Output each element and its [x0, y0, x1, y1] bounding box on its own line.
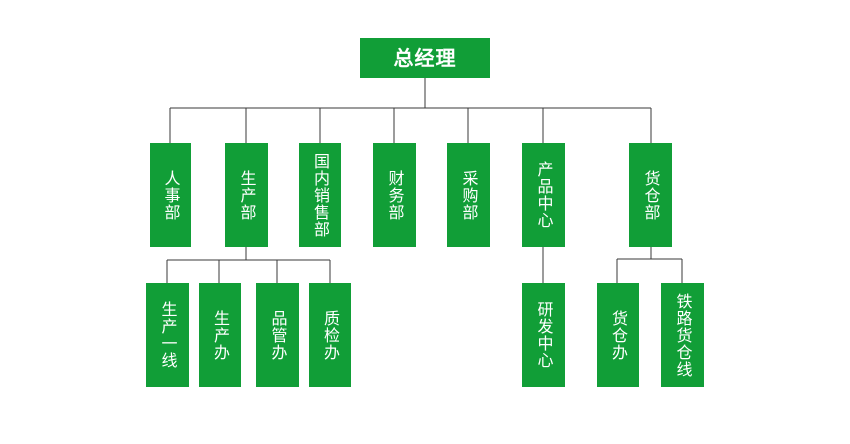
unit-production-line-label: 生产一线: [158, 301, 178, 369]
unit-production-line-box: 生产一线: [146, 283, 189, 387]
dept-hr-label: 人事部: [161, 169, 181, 221]
dept-finance-box: 财务部: [373, 143, 416, 247]
unit-production-office-label: 生产办: [211, 309, 230, 361]
unit-rnd-center-box: 研发中心: [522, 283, 565, 387]
dept-product-center-box: 产品中心: [522, 143, 565, 247]
dept-purchasing-label: 采购部: [459, 169, 479, 221]
dept-production-label: 生产部: [237, 169, 257, 221]
dept-domestic-sales-label: 国内销售部: [311, 152, 330, 238]
unit-quality-inspection-box: 质检办: [309, 283, 351, 387]
dept-finance-label: 财务部: [385, 169, 405, 221]
unit-production-office-box: 生产办: [199, 283, 241, 387]
unit-quality-inspection-label: 质检办: [321, 309, 340, 361]
dept-product-center-label: 产品中心: [534, 161, 554, 229]
unit-quality-management-label: 品管办: [268, 309, 288, 361]
unit-quality-management-box: 品管办: [256, 283, 299, 387]
unit-rail-warehouse-line-box: 铁路货仓线: [661, 283, 704, 387]
dept-domestic-sales-box: 国内销售部: [299, 143, 341, 247]
unit-rnd-center-label: 研发中心: [534, 301, 554, 369]
dept-warehouse-box: 货仓部: [629, 143, 672, 247]
general-manager-box: 总经理: [360, 38, 490, 78]
unit-warehouse-office-box: 货仓办: [597, 283, 639, 387]
dept-warehouse-label: 货仓部: [641, 169, 661, 221]
dept-production-box: 生产部: [225, 143, 268, 247]
dept-purchasing-box: 采购部: [447, 143, 490, 247]
dept-hr-box: 人事部: [150, 143, 191, 247]
unit-warehouse-office-label: 货仓办: [609, 309, 628, 361]
unit-rail-warehouse-line-label: 铁路货仓线: [673, 292, 693, 378]
general-manager-label: 总经理: [393, 46, 457, 70]
